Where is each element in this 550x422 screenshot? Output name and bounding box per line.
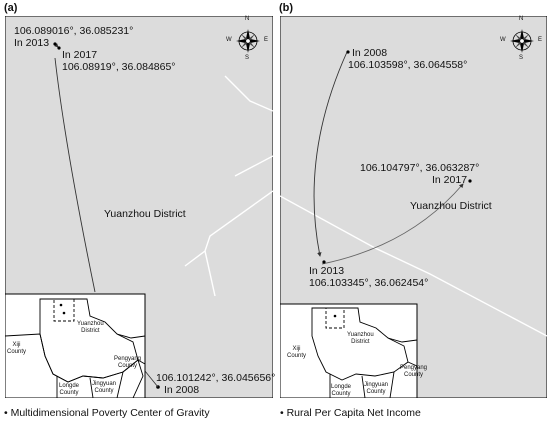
panel-b-year-2008: In 2008 (352, 47, 388, 59)
panel-a-legend: • Multidimensional Poverty Center of Gra… (4, 407, 210, 419)
panel-a-letter: (a) (4, 2, 18, 14)
panel-b-compass-e: E (538, 37, 543, 43)
panel-a-year-2017: In 2017 (62, 49, 98, 61)
panel-a-compass-icon (236, 29, 260, 53)
panel-b-coord-2017: 106.104797°, 36.063287° (360, 162, 480, 174)
panel-b-map (280, 16, 547, 398)
panel-b-year-2013: In 2013 (309, 265, 345, 277)
panel-a-coord-2008: 106.101242°, 36.045656° (156, 372, 276, 384)
panel-a-point-2017 (57, 46, 61, 50)
panel-b-point-2013 (322, 260, 326, 264)
panel-a-legend-text: Multidimensional Poverty Center of Gravi… (10, 407, 210, 419)
panel-b-compass-n: N (519, 16, 524, 22)
panel-a-coord-2013: 106.089016°, 36.085231° (14, 25, 134, 37)
panel-a-year-2013: In 2013 (14, 37, 50, 49)
panel-a-legend-marker: • (4, 407, 11, 419)
panel-a-compass-e: E (264, 37, 269, 43)
panel-a-compass-n: N (245, 16, 250, 22)
panel-a-map (5, 16, 273, 398)
panel-b-inset-focus-box (325, 307, 345, 329)
panel-a-point-2013 (53, 42, 57, 46)
panel-a-year-2008: In 2008 (164, 384, 200, 396)
panel-b-arrow-2013-2017 (321, 183, 464, 265)
panel-b-inset-boundaries (311, 307, 418, 398)
panel-a-inset-focus-box (53, 298, 75, 322)
panel-b-point-2017 (468, 179, 472, 183)
panel-a-arrow-2008-stub (144, 370, 159, 388)
panel-a-arrow-2013-2017 (54, 43, 59, 48)
panel-b-legend-text: Rural Per Capita Net Income (286, 407, 421, 419)
panel-b-compass-icon (510, 29, 534, 53)
panel-b-arrow-2008-2013 (313, 51, 348, 257)
panel-a-compass-w: W (226, 37, 232, 43)
panel-a-arrow-2008-2013 (54, 57, 96, 293)
panel-a-coord-2017: 106.08919°, 36.084865° (62, 61, 176, 73)
panel-a-inset-boundaries (5, 298, 146, 398)
panel-b-year-2017: In 2017 (432, 174, 468, 186)
panel-b-legend: • Rural Per Capita Net Income (280, 407, 421, 419)
panel-b-point-2008 (346, 50, 350, 54)
panel-b-legend-marker: • (280, 407, 287, 419)
panel-b-district-label: Yuanzhou District (410, 200, 492, 212)
panel-a-compass-s: S (245, 55, 250, 61)
panel-a-roads (184, 75, 273, 297)
panel-b-compass-w: W (500, 37, 506, 43)
panel-b-roads (280, 195, 547, 337)
panel-b-coord-2008: 106.103598°, 36.064558° (348, 59, 468, 71)
panel-b-coord-2013: 106.103345°, 36.062454° (309, 277, 429, 289)
panel-a-district-label: Yuanzhou District (104, 208, 186, 220)
panel-b-compass-s: S (519, 55, 524, 61)
panel-b-letter: (b) (279, 2, 294, 14)
